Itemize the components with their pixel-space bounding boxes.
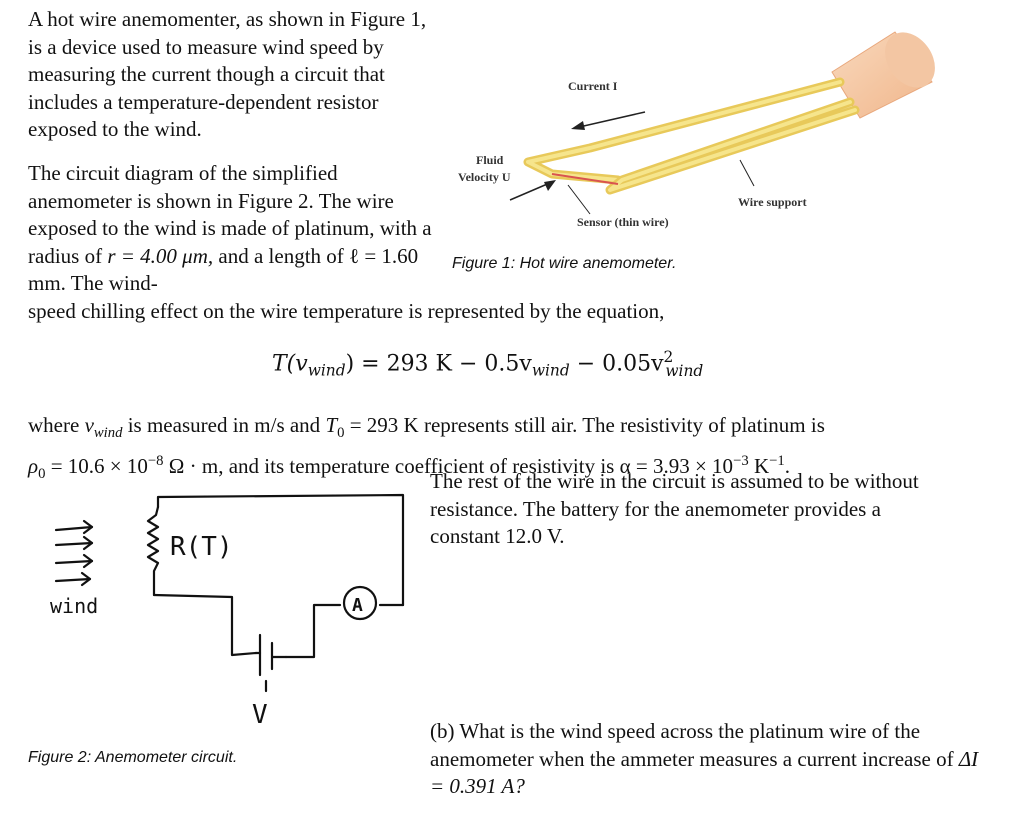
- resistivity-line-1: where vwind is measured in m/s and T0 = …: [28, 412, 1018, 448]
- intro-paragraph: A hot wire anemomenter, as shown in Figu…: [28, 6, 438, 144]
- resistor-symbol: [146, 505, 160, 597]
- kelvin-unit: K: [748, 453, 770, 478]
- res-var: v: [84, 413, 94, 437]
- rest-paragraph: The rest of the wire in the circuit is a…: [430, 468, 950, 551]
- eq-lhs: T(v: [272, 351, 308, 377]
- sensor-wire: [551, 173, 619, 185]
- resistivity-line-2: ρ0 = 10.6 × 10−8 Ω · m, and its temperat…: [28, 448, 1018, 489]
- sensor-pointer: [567, 184, 591, 215]
- rho-exp: −8: [147, 452, 164, 469]
- intro-text: A hot wire anemomenter, as shown in Figu…: [28, 7, 427, 141]
- rho-sub: 0: [38, 465, 46, 482]
- figure-2-caption: Figure 2: Anemometer circuit.: [28, 749, 238, 766]
- alpha-exp: −3: [733, 452, 749, 469]
- ammeter-label: A: [352, 595, 363, 616]
- length-value: ℓ = 1.60 mm.: [28, 243, 419, 296]
- eq-lhs-sub: wind: [307, 361, 346, 380]
- label-support: Wire support: [738, 195, 807, 209]
- probe-end: [885, 32, 935, 88]
- top-wire: [156, 493, 405, 607]
- voltage-label: V: [252, 700, 268, 730]
- temperature-equation: T(vwind) = 293 K − 0.5vwind − 0.05v2wind: [272, 348, 703, 380]
- wind-label: wind: [50, 594, 98, 618]
- res-text-b: is measured in m/s and: [122, 413, 326, 437]
- left-bottom-wire: [152, 593, 258, 657]
- figure-1-caption: Figure 1: Hot wire anemometer.: [452, 255, 677, 272]
- rest-text: The rest of the wire in the circuit is a…: [430, 469, 919, 548]
- question-text: (b) What is the wind speed across the pl…: [430, 719, 959, 771]
- label-sensor: Sensor (thin wire): [577, 215, 669, 229]
- resistor-label: R(T): [170, 532, 233, 562]
- current-increase: ΔI = 0.391 A?: [430, 746, 979, 799]
- rho-value: = 10.6 × 10: [45, 453, 148, 478]
- wind-arrows: [54, 519, 94, 587]
- res-text-a: where: [28, 413, 85, 437]
- res-var-sub: wind: [93, 425, 123, 442]
- circuit-text-3: The wind-: [65, 271, 158, 295]
- circuit-text-1: The circuit diagram of the simplified an…: [28, 161, 432, 268]
- res-text-c: = 293 K represents still air. The resist…: [344, 413, 825, 437]
- eq-rhs2-sup: 2: [663, 348, 674, 366]
- chilling-line: speed chilling effect on the wire temper…: [28, 298, 1018, 326]
- eq-rhs2-sub: wind: [665, 361, 704, 380]
- alpha-text: Ω · m, and its temperature coefficient o…: [163, 453, 734, 478]
- figure-2-circuit: R(T) wind A V: [50, 493, 405, 730]
- period: .: [784, 453, 791, 478]
- circuit-text-4: speed chilling effect on the wire temper…: [28, 299, 665, 323]
- circuit-text-2: and a length of: [213, 243, 350, 268]
- fluid-arrow: [509, 181, 553, 201]
- label-fluid-1: Fluid: [476, 153, 504, 167]
- res-t0: T: [325, 413, 338, 437]
- circuit-paragraph: The circuit diagram of the simplified an…: [28, 160, 438, 298]
- ammeter-left-wire: [284, 603, 342, 659]
- res-t0-sub: 0: [337, 425, 345, 442]
- figure-1-anemometer: Current I Fluid Velocity U Sensor (thin …: [458, 31, 935, 229]
- ammeter-symbol: [342, 585, 378, 621]
- eq-rhs2: − 0.05v: [569, 351, 664, 377]
- kelvin-exp: −1: [769, 452, 785, 469]
- question-b: (b) What is the wind speed across the pl…: [430, 718, 990, 801]
- radius-value: r = 4.00 μm,: [107, 243, 214, 268]
- resistivity-paragraph: where vwind is measured in m/s and T0 = …: [28, 412, 1018, 488]
- rho-symbol: ρ: [28, 453, 39, 478]
- eq-rhs1: ) = 293 K − 0.5v: [345, 351, 532, 377]
- label-current: Current I: [568, 79, 618, 93]
- support-pointer: [739, 159, 755, 187]
- current-arrow: [574, 111, 646, 129]
- eq-rhs1-sub: wind: [531, 361, 570, 380]
- label-fluid-2: Velocity U: [458, 170, 511, 184]
